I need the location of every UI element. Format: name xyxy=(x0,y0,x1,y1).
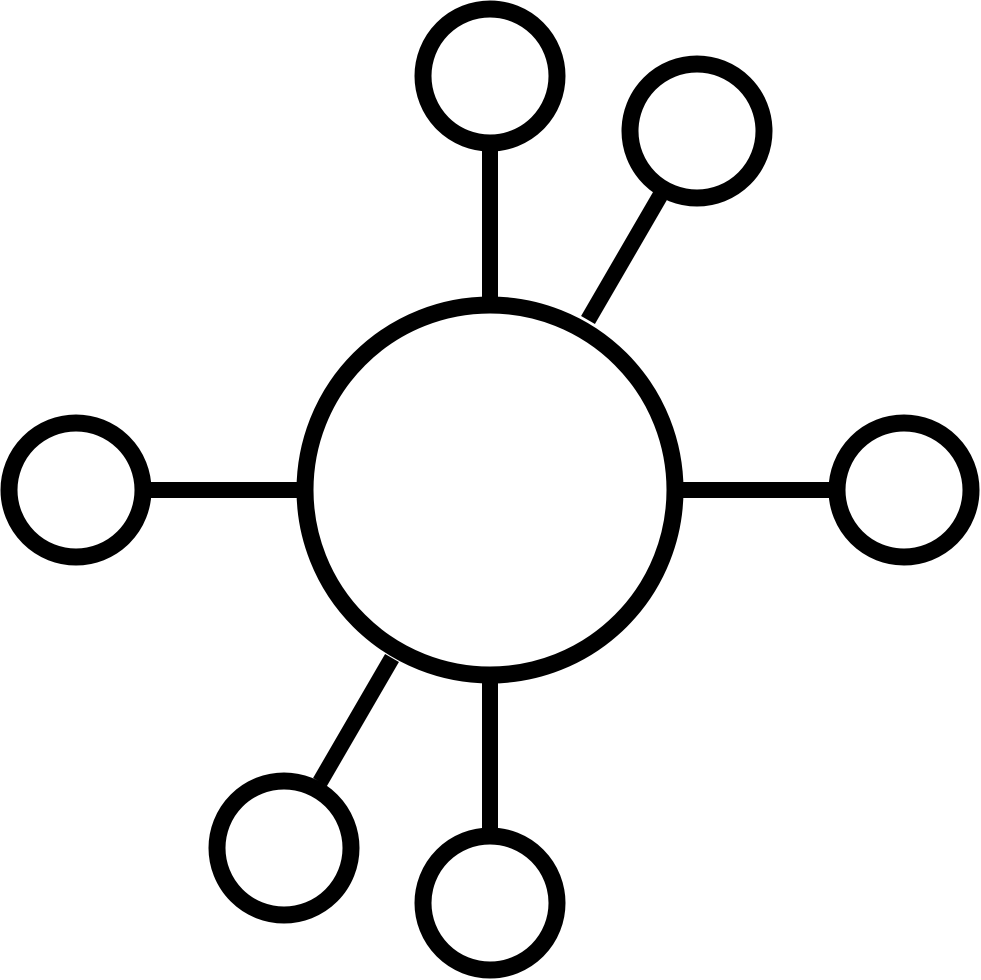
hub-node xyxy=(296,296,684,684)
node-left xyxy=(0,414,152,566)
node-bottom-left xyxy=(208,772,360,924)
edge-bottom-left xyxy=(313,653,399,787)
node-right xyxy=(828,414,980,566)
edge-top-right xyxy=(581,191,667,325)
node-bottom xyxy=(414,827,566,979)
node-top-right xyxy=(621,55,773,207)
node-top xyxy=(414,0,566,152)
